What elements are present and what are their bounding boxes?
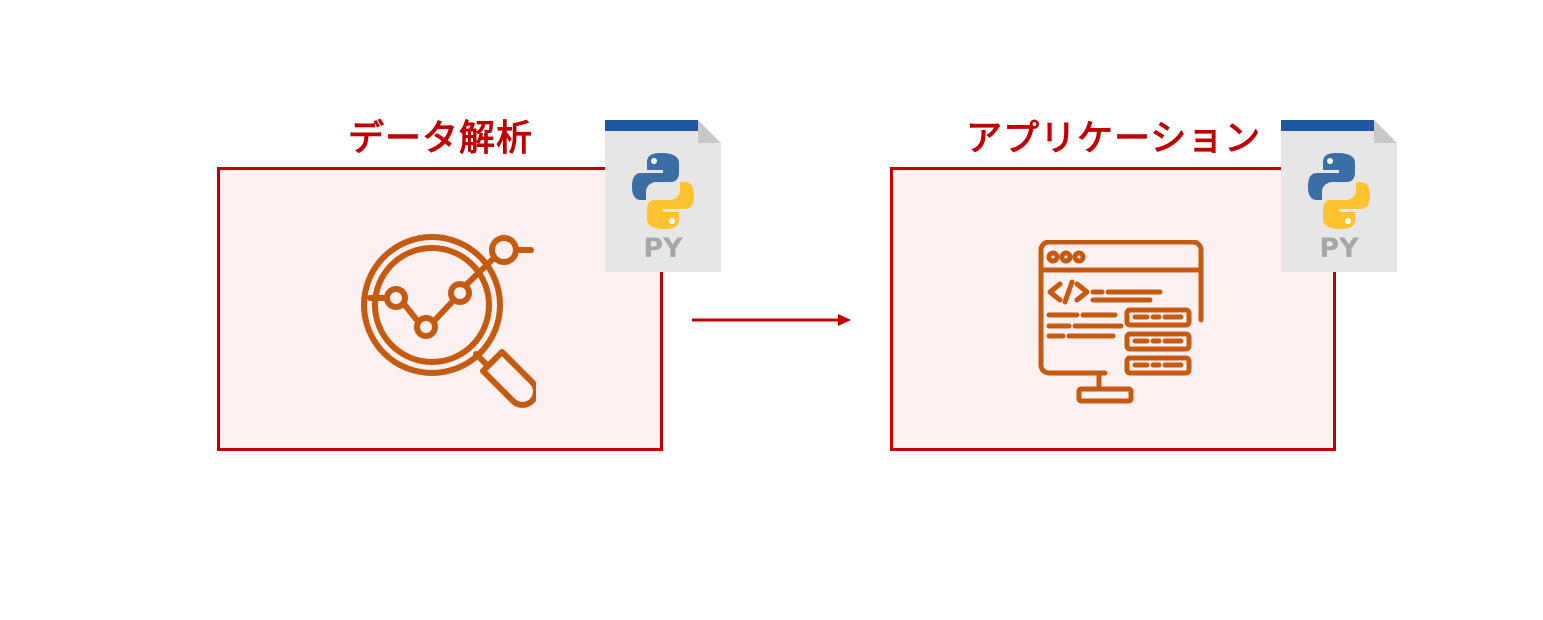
flow-arrow [692, 314, 851, 326]
python-logo-icon [1308, 153, 1370, 229]
node-title-application: アプリケーション [966, 118, 1262, 159]
node-box-application [890, 167, 1336, 451]
python-file-icon: PY [1281, 120, 1397, 272]
file-badge-label: PY [643, 233, 683, 264]
python-file-icon: PY [605, 120, 721, 272]
node-title-data-analysis: データ解析 [348, 118, 534, 159]
python-logo-icon [632, 153, 694, 229]
node-box-data-analysis [217, 167, 663, 451]
code-monitor-server-icon [1038, 240, 1204, 404]
file-badge-label: PY [1319, 233, 1359, 264]
magnifier-chart-icon [361, 234, 536, 408]
